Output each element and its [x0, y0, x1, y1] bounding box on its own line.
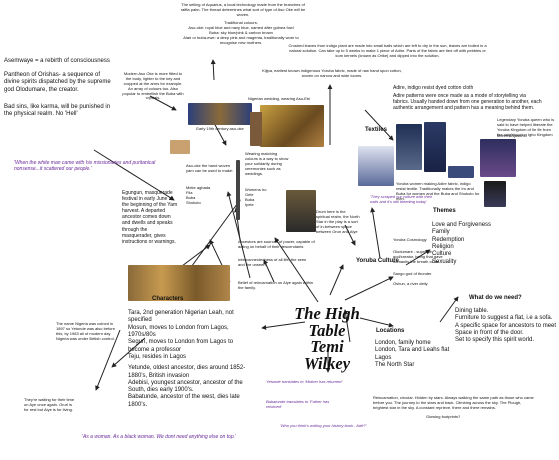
yetunde-translation: Yetunde translates to 'Mother has return…	[266, 379, 343, 384]
locations-heading: Locations	[376, 328, 405, 334]
egungun-note: Egungun, masquerade festival in early Ju…	[122, 190, 178, 245]
black-woman-quote: 'As a woman. As a black woman. We dont n…	[82, 434, 236, 440]
olodumare-note: Olodumare - supreme god/creator, being t…	[393, 249, 443, 264]
textiles-heading: Textiles	[365, 127, 387, 133]
bad-sins-note: Bad sins, like karma, will be punished i…	[4, 104, 111, 118]
character-yetunde: Yetunde, oldest ancestor, dies around 18…	[128, 365, 246, 379]
title-line: Temi Wilkey	[303, 337, 351, 373]
yoruba-women-note: Yoruba women making Adire fabric, indigo…	[396, 181, 480, 201]
adire-cloth-photo	[358, 146, 394, 186]
character-teju: Teju, resides in Lagos	[128, 353, 187, 360]
adire-patterns-note: Adire patterns were once made as a mode …	[393, 93, 542, 112]
nigeria-name-note: The name Nigeria was coined in 1897 so Y…	[56, 321, 115, 341]
character-mosun: Mosun, moves to London from Lagos, 1970s…	[128, 324, 229, 338]
crushed-leaves-note: Crushed leaves from indigo plant are mad…	[288, 43, 487, 58]
aso-oke-hand-note: Aso-oke the hand woven yarn can be used …	[186, 163, 234, 173]
legendary-queen-note: Legendary Yoruba queen who is said to ha…	[497, 117, 555, 137]
asemwaye-note: Asemwaye = a rebirth of consciousness	[4, 58, 110, 64]
wearing-matching-note: Wearing matching colours is a way to sho…	[245, 151, 289, 176]
ancestors-note: Ancestors are sources of power, capable …	[238, 239, 315, 249]
location-item: London, Tara and Leahs flat	[375, 347, 450, 354]
aso-oke-photo	[188, 103, 252, 125]
location-item: London, family home	[375, 340, 431, 346]
theme-item: Sexuality	[432, 258, 457, 265]
adire-photo-2	[424, 122, 446, 172]
egungun-photo	[128, 265, 230, 301]
drum-photo	[286, 190, 316, 232]
traditional-colours-note: Traditional colours: Aso-oke: royal blue…	[183, 20, 299, 45]
reincarnation-note: Belief of reincarnation on Aiye again wi…	[238, 280, 314, 290]
character-tara: Tara, 2nd generation Nigerian Leah, not …	[128, 310, 234, 324]
what-do-we-need-list: Dining table. Furniture to suggest a fla…	[455, 308, 557, 344]
title-line: Table	[308, 320, 346, 340]
interconnected-note: Interconnectedness of all life, the seen…	[238, 257, 307, 267]
sango-note: Sango god of thunder	[393, 271, 432, 276]
wedding-photo	[260, 105, 324, 147]
what-do-we-need-heading: What do we need?	[469, 295, 522, 301]
central-title: The High Table Temi Wilkey	[287, 304, 367, 373]
drum-note: Drum here is the spiritual realm, the No…	[316, 209, 360, 234]
small-photo	[170, 140, 190, 154]
themes-list: Love and Forgiveness Family Redemption R…	[432, 222, 512, 266]
character-babatunde: Babatunde, ancestor of the west, dies la…	[128, 394, 240, 408]
missionaries-quote: 'When the white man came with his missio…	[14, 160, 156, 173]
pantheon-note: Pantheon of Orishas- a sequence of divin…	[4, 72, 111, 93]
oshun-note: Oshun, a river deity	[393, 281, 428, 286]
nigerian-wedding-caption: Nigerian wedding, wearing Aso-Ebi	[248, 96, 311, 101]
glowing-footprints-note: Glowing footprints?	[426, 414, 461, 419]
kijipa-note: Kijipa, earliest known indigenous Yoruba…	[262, 68, 402, 78]
theme-item: Redemption	[432, 236, 465, 243]
moremi-label: Moremi Ajasoro	[497, 133, 525, 138]
locations-list: London, family home London, Tara and Lea…	[375, 340, 467, 369]
title-line: The High	[294, 304, 360, 323]
moremi-portrait-photo	[484, 181, 506, 207]
adire-photo-1	[396, 124, 422, 170]
waiting-note: They're waiting for their time on Aye on…	[24, 397, 75, 412]
stars-note: Reincarnation, circular. Hidden by stars…	[373, 395, 534, 410]
scattered-culture-quote: 'They scraped our culture with their nai…	[370, 194, 433, 204]
location-item: Lagos	[375, 354, 392, 361]
characters-heading: Characters	[152, 296, 184, 302]
adire-photo-3	[448, 166, 474, 178]
modern-aso-oke-note: Modern Aso Oke is more fitted to the bod…	[122, 71, 184, 101]
themes-heading: Themes	[433, 208, 456, 214]
womens-garments-list: Womens Iro Gele Buba Ipele	[245, 187, 267, 207]
theme-item: Love and Forgiveness	[432, 222, 492, 228]
aso-oke-photo-caption: Early 19th century aso-oke	[196, 126, 244, 131]
yoruba-cosmology-label: Yoruba Cosmology	[393, 237, 427, 242]
yoruba-culture-heading: Yoruba Culture	[356, 258, 399, 264]
location-item: The North Star	[375, 361, 415, 368]
wedding-photo-edge	[250, 112, 262, 146]
theme-item: Family	[432, 229, 450, 236]
history-book-quote: 'Who you think's writing your history bo…	[280, 423, 367, 428]
character-adebisi: Adebisi, youngest ancestor, ancestor of …	[128, 379, 243, 394]
divider-photo	[236, 160, 240, 220]
babatunde-translation: Babatunde translates to 'Father has retu…	[266, 399, 330, 409]
selling-note: The selling of Aquarius, a local technol…	[180, 2, 306, 17]
characters-list: Tara, 2nd generation Nigerian Leah, not …	[128, 310, 248, 409]
theme-item: Culture	[432, 251, 452, 258]
adire-note: Adire, indigo resist dyed cotton cloth	[393, 85, 474, 91]
moremi-photo	[480, 139, 516, 177]
theme-item: Religion	[432, 243, 454, 250]
character-segun: Segun, moves to London from Lagos to bec…	[128, 339, 234, 353]
garments-list: Meke agbada Fila Buba Shokoto	[186, 185, 211, 205]
